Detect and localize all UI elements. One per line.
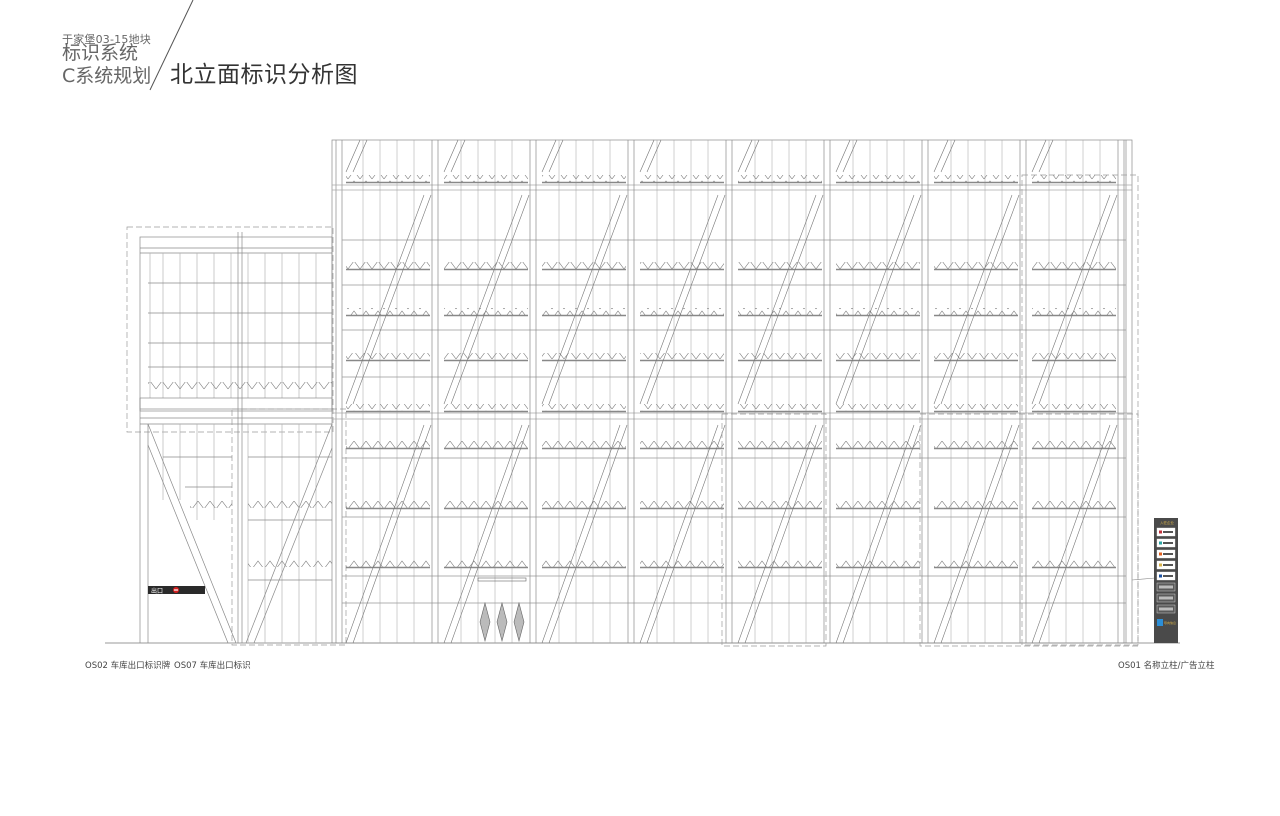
left-podium <box>126 226 347 646</box>
label-os02: OS02 车库出口标识牌 <box>85 661 171 671</box>
svg-text:出口: 出口 <box>151 587 163 595</box>
system-title-line1: 标识系统 <box>62 42 139 64</box>
directory-pylon-os01: 入驻企业 导向信息 <box>1131 518 1178 643</box>
project-name: 于家堡03-15地块 <box>62 33 151 46</box>
dashed-outlines <box>721 174 1139 647</box>
label-os07: OS07 车库出口标识 <box>174 661 251 671</box>
garage-entrance-doors <box>477 577 527 643</box>
page-title: 北立面标识分析图 <box>170 62 358 88</box>
system-title-line2: C系统规划 <box>62 65 152 87</box>
facade-bays <box>345 139 1125 644</box>
exit-sign-os02: 出口 <box>148 586 205 595</box>
label-os01: OS01 名称立柱/广告立柱 <box>1118 661 1215 671</box>
svg-text:导向信息: 导向信息 <box>1164 620 1176 625</box>
svg-text:入驻企业: 入驻企业 <box>1160 520 1175 525</box>
